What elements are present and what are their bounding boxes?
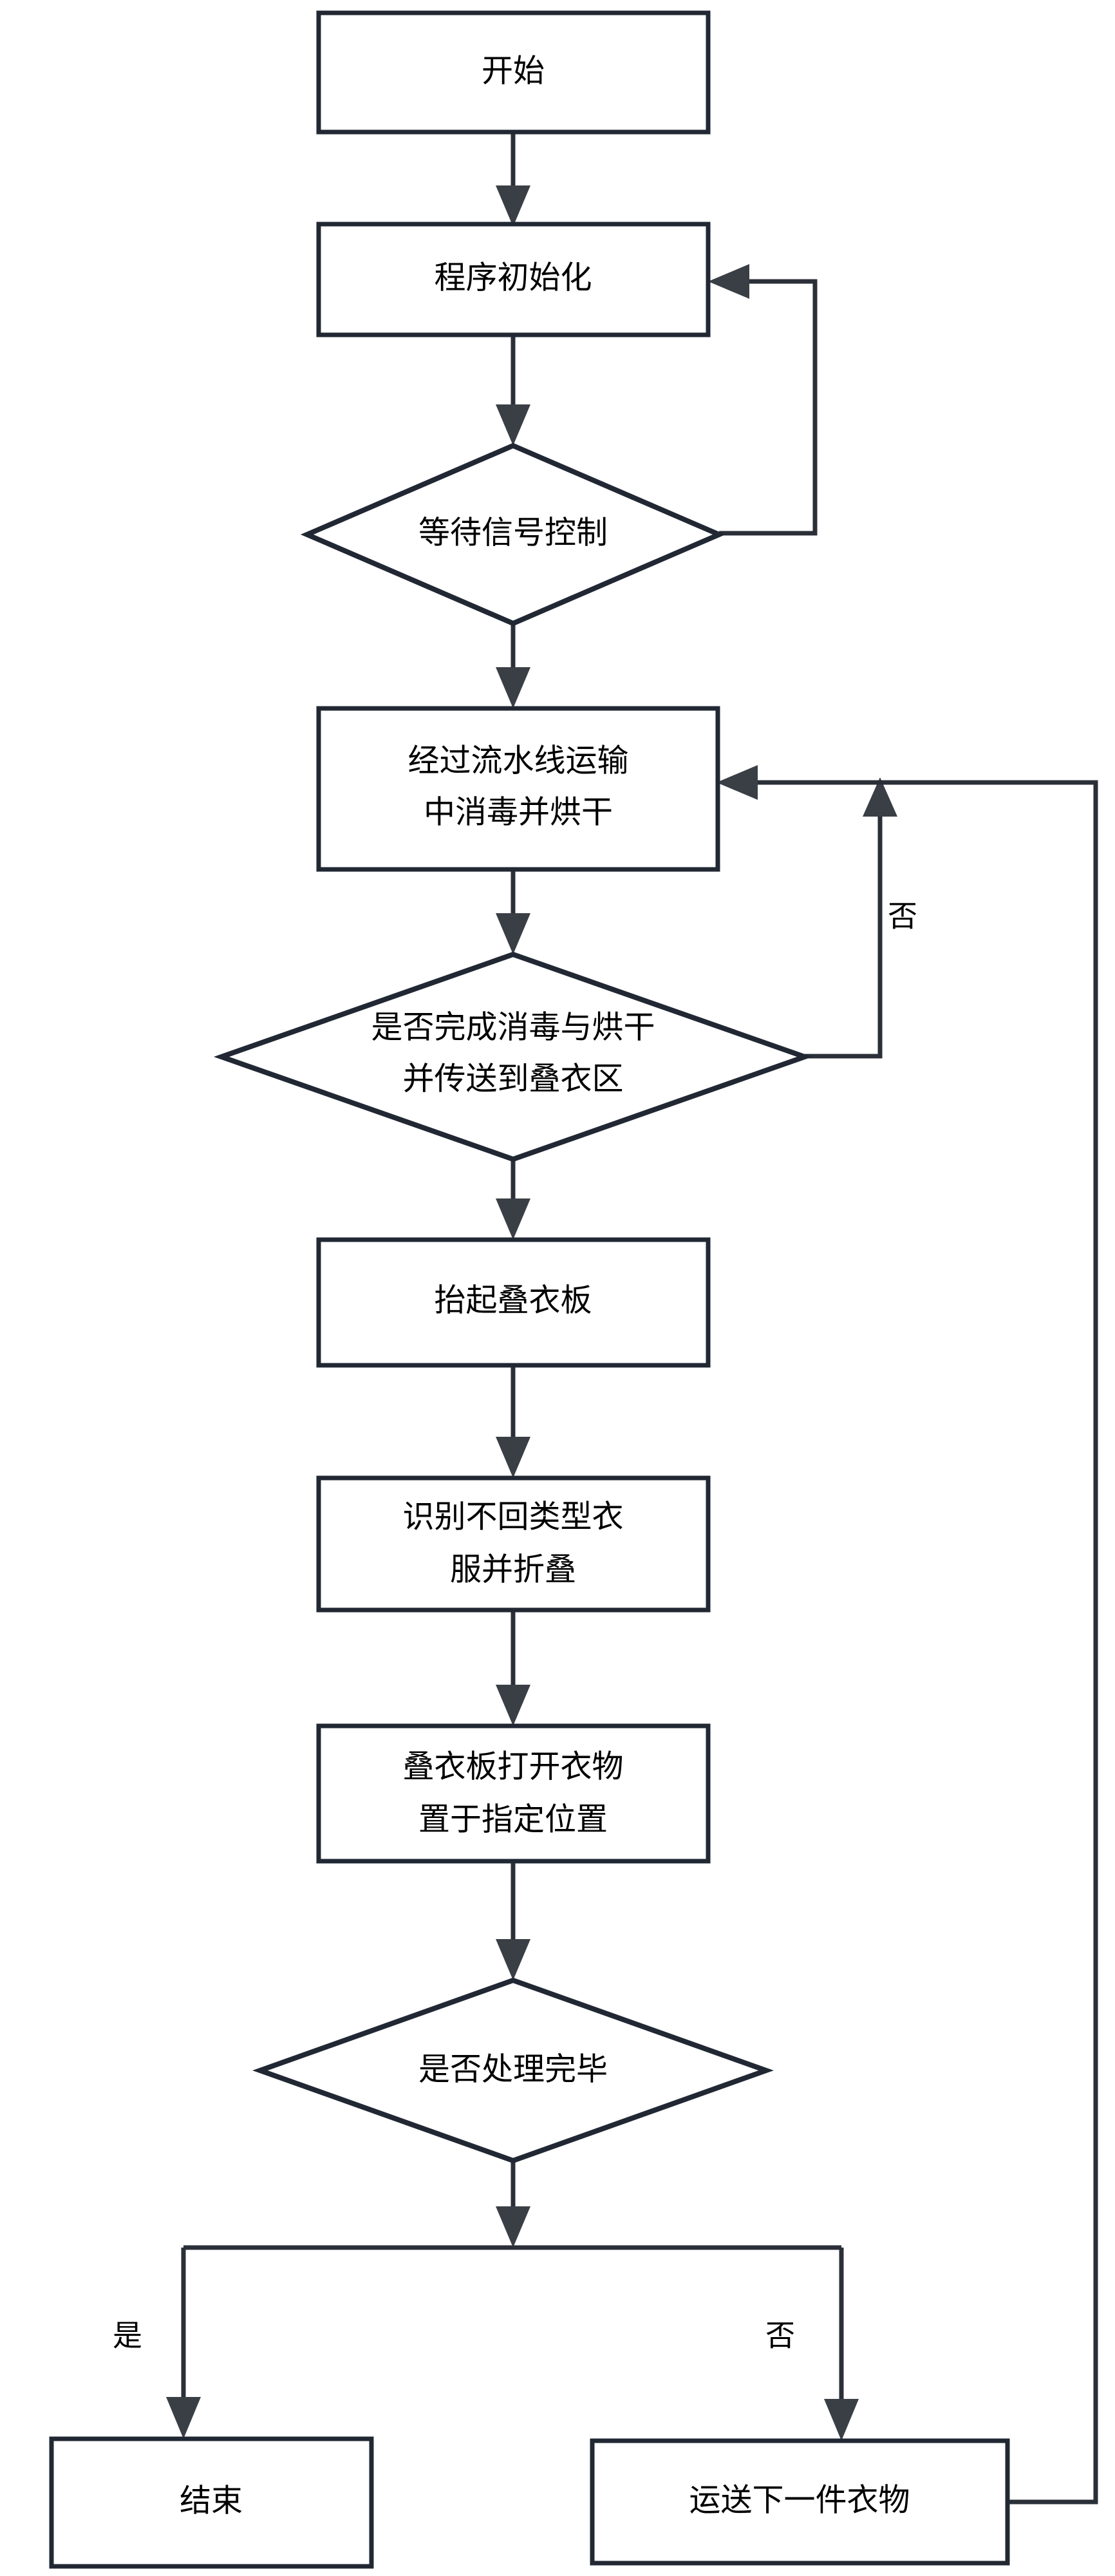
connector-line-transport-to-check-disinfect [496, 869, 530, 954]
node-check-disinfect-label-line1: 是否完成消毒与烘干 [371, 1009, 655, 1045]
edge-label-done-yes: 是 [113, 2320, 142, 2353]
connector-wait-signal-to-line-transport [496, 623, 530, 708]
node-check-done-label: 是否处理完毕 [418, 2051, 608, 2087]
node-identify-fold-label-line1: 识别不回类型衣 [402, 1499, 623, 1534]
connector-init-to-wait-signal [496, 335, 530, 446]
connector-next-item-return-to-line-transport [880, 780, 1098, 2505]
node-next-item-label: 运送下一件衣物 [689, 2482, 910, 2517]
node-lift-board-label: 抬起叠衣板 [434, 1282, 592, 1318]
node-identify-fold[interactable]: 识别不回类型衣 服并折叠 [316, 1475, 711, 1613]
node-wait-signal[interactable]: 等待信号控制 [300, 442, 726, 627]
node-line-transport-label-line1: 经过流水线运输 [408, 743, 628, 778]
node-program-init[interactable]: 程序初始化 [316, 222, 711, 337]
edge-label-done-no: 否 [765, 2320, 795, 2353]
node-check-disinfect-label-line2: 并传送到叠衣区 [402, 1061, 623, 1096]
connector-check-done-yes-to-end [166, 2248, 201, 2439]
node-identify-fold-label-line2: 服并折叠 [450, 1551, 576, 1587]
connector-open-place-to-check-done [496, 1861, 530, 1980]
node-end[interactable]: 结束 [49, 2436, 374, 2569]
node-start[interactable]: 开始 [316, 10, 711, 135]
node-open-place[interactable]: 叠衣板打开衣物 置于指定位置 [316, 1723, 711, 1864]
node-wait-signal-label: 等待信号控制 [418, 515, 608, 550]
connector-wait-signal-loop-to-init [708, 264, 818, 536]
connector-check-done-bus [183, 2161, 841, 2250]
node-line-transport-label-line2: 中消毒并烘干 [424, 794, 613, 829]
connector-check-disinfect-no-loop [717, 765, 897, 1059]
connector-identify-fold-to-open-place [496, 1610, 530, 1726]
node-lift-board[interactable]: 抬起叠衣板 [316, 1237, 711, 1368]
node-program-init-label: 程序初始化 [434, 260, 592, 295]
connector-lift-board-to-identify-fold [496, 1365, 530, 1478]
node-check-done[interactable]: 是否处理完毕 [252, 1977, 774, 2164]
node-next-item[interactable]: 运送下一件衣物 [590, 2438, 1010, 2566]
node-open-place-label-line1: 叠衣板打开衣物 [402, 1748, 623, 1784]
node-open-place-label-line2: 置于指定位置 [418, 1801, 608, 1837]
connector-start-to-init [496, 132, 530, 227]
node-end-label: 结束 [180, 2483, 243, 2518]
node-check-disinfect[interactable]: 是否完成消毒与烘干 并传送到叠衣区 [213, 951, 813, 1162]
edge-label-disinfect-no: 否 [888, 900, 917, 933]
node-line-transport[interactable]: 经过流水线运输 中消毒并烘干 [316, 706, 720, 872]
node-start-label: 开始 [482, 53, 545, 88]
connector-check-disinfect-to-lift-board [496, 1159, 530, 1240]
connector-check-done-no-to-next-item [824, 2248, 859, 2441]
